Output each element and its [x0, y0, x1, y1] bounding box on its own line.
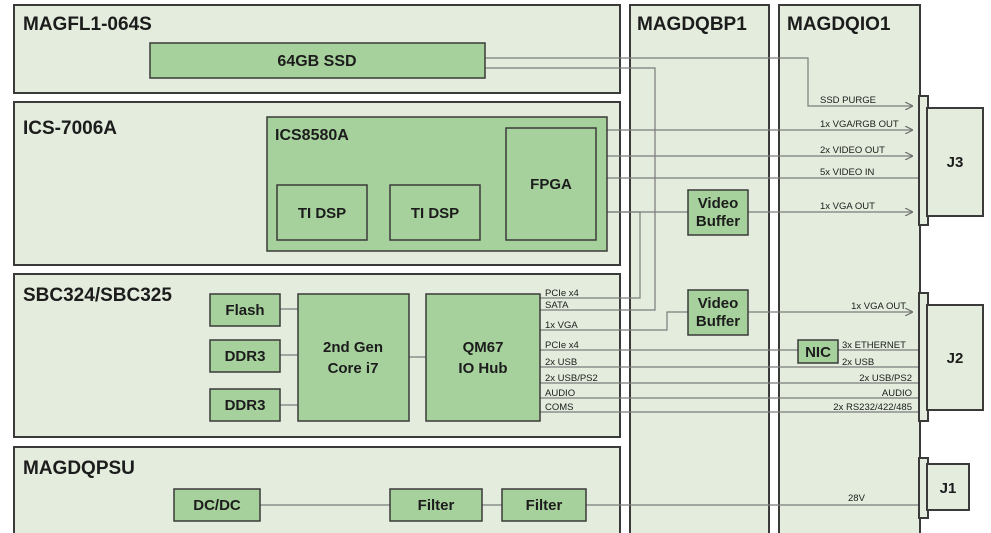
ddr3-2-block: DDR3 [209, 388, 281, 422]
ddr3-1-block: DDR3 [209, 339, 281, 373]
connector-j1: J1 [918, 457, 970, 519]
signal-label-coms: COMS [545, 402, 574, 413]
fpga-block: FPGA [505, 127, 597, 241]
signal-label-pcie-x4-a: PCIe x4 [545, 288, 579, 299]
dcdc-label: DC/DC [193, 497, 241, 514]
signal-label-1x-vga: 1x VGA [545, 320, 578, 331]
signal-label-video-in: 5x VIDEO IN [820, 167, 875, 178]
video-buffer-1-block: Video Buffer [687, 189, 749, 236]
signal-label-rs232: 2x RS232/422/485 [833, 402, 912, 413]
wires [260, 57, 918, 506]
video-buffer-2-block: Video Buffer [687, 289, 749, 336]
ti-dsp-2-label: TI DSP [411, 205, 459, 222]
nic-label: NIC [805, 344, 831, 361]
connector-j1-label: J1 [940, 480, 957, 497]
connector-j3-label: J3 [947, 154, 964, 171]
ti-dsp-1-label: TI DSP [298, 205, 346, 222]
ti-dsp-2-block: TI DSP [389, 184, 481, 241]
connector-j2-label: J2 [947, 350, 964, 367]
magdqbp1-title: MAGDQBP1 [637, 14, 747, 35]
fpga-label: FPGA [530, 176, 572, 193]
filter-1-label: Filter [418, 497, 455, 514]
connector-j2: J2 [918, 292, 984, 422]
cpu-block: 2nd Gen Core i7 [297, 293, 410, 422]
video-buffer-2-line2: Buffer [696, 313, 740, 330]
video-buffer-2-line1: Video [698, 295, 739, 312]
video-buffer-1-line1: Video [698, 195, 739, 212]
psu-title: MAGDQPSU [23, 458, 135, 479]
signal-label-vga-out-ics: 1x VGA OUT [820, 201, 875, 212]
filter-2-block: Filter [501, 488, 587, 522]
ddr3-1-label: DDR3 [225, 348, 266, 365]
signal-label-pcie-x4-b: PCIe x4 [545, 340, 579, 351]
magfl1-title: MAGFL1-064S [23, 14, 152, 35]
io-signal-labels: SSD PURGE 1x VGA/RGB OUT 2x VIDEO OUT 5x… [820, 95, 912, 504]
ddr3-2-label: DDR3 [225, 397, 266, 414]
ti-dsp-1-block: TI DSP [276, 184, 368, 241]
connector-j3: J3 [918, 95, 984, 226]
signal-label-ethernet: 3x ETHERNET [842, 340, 906, 351]
flash-label: Flash [225, 302, 264, 319]
ics8580a-title: ICS8580A [275, 127, 349, 144]
signal-label-vga-out-sbc: 1x VGA OUT [851, 301, 906, 312]
io-hub-block: QM67 IO Hub [425, 293, 541, 422]
filter-2-label: Filter [526, 497, 563, 514]
filter-1-block: Filter [389, 488, 483, 522]
io-hub-line2: IO Hub [458, 360, 507, 377]
sbc-title: SBC324/SBC325 [23, 285, 172, 306]
signal-label-2x-usb-ps2: 2x USB/PS2 [545, 373, 598, 384]
ssd-block: 64GB SSD [149, 42, 486, 79]
cpu-line1: 2nd Gen [323, 339, 383, 356]
signal-label-28v: 28V [848, 493, 866, 504]
magdqio1-module: MAGDQIO1 [778, 4, 921, 533]
signal-label-sata: SATA [545, 300, 569, 311]
ssd-label: 64GB SSD [277, 53, 356, 70]
io-hub-line1: QM67 [463, 339, 504, 356]
magdqbp1-module: MAGDQBP1 [629, 4, 770, 533]
signal-label-2x-usb: 2x USB [545, 357, 577, 368]
flash-block: Flash [209, 293, 281, 327]
magdqio1-title: MAGDQIO1 [787, 14, 891, 35]
signal-label-io-audio: AUDIO [882, 388, 912, 399]
signal-label-video-out: 2x VIDEO OUT [820, 145, 885, 156]
signal-label-ssd-purge: SSD PURGE [820, 95, 876, 106]
ics-7006a-title: ICS-7006A [23, 118, 117, 139]
cpu-line2: Core i7 [328, 360, 379, 377]
signal-label-usb-ps2: 2x USB/PS2 [859, 373, 912, 384]
nic-block: NIC [797, 339, 839, 364]
signal-label-usb: 2x USB [842, 357, 874, 368]
signal-label-audio: AUDIO [545, 388, 575, 399]
signal-label-vga-rgb-out: 1x VGA/RGB OUT [820, 119, 899, 130]
sbc-signal-labels: PCIe x4 SATA 1x VGA PCIe x4 2x USB 2x US… [545, 288, 598, 413]
video-buffer-1-line2: Buffer [696, 213, 740, 230]
dcdc-block: DC/DC [173, 488, 261, 522]
